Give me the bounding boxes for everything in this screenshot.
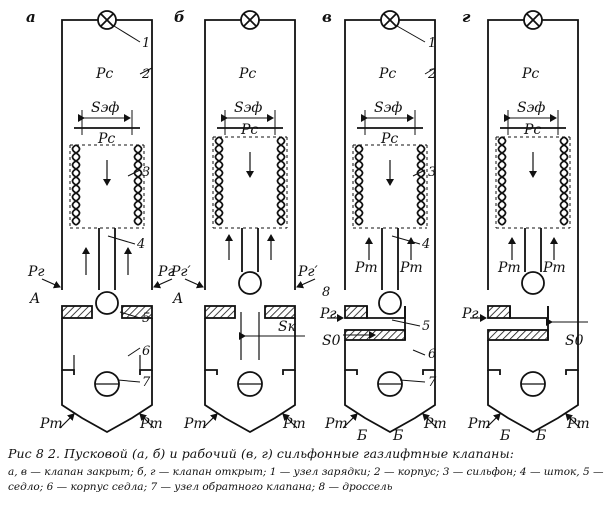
panel-g-effective-area: Sэф (517, 100, 545, 116)
bellows-left-icon (71, 144, 81, 226)
panel-b-letter: б (174, 8, 185, 26)
panel-v-outlet-left: Pт (324, 416, 348, 432)
ball-valve-icon (521, 271, 545, 295)
panel-g-bellows-pressure: Pc (523, 122, 541, 138)
panel-g-letter: г (462, 8, 471, 26)
panel-b-inlet-right: Pг′ (297, 264, 318, 280)
callout-1b: 1 (428, 36, 436, 51)
panel-v-bellows-pressure: Pc (380, 131, 398, 147)
bellows-right-icon (133, 144, 143, 226)
ball-valve-icon (378, 291, 402, 315)
bellows-right-icon (416, 144, 426, 226)
panel-v-inner-left: Pт (354, 260, 378, 276)
panel-a-seat-label: A (28, 291, 40, 307)
callout-8: 8 (322, 285, 330, 300)
panel-b-effective-area: Sэф (234, 100, 262, 116)
panel-g-inlet-left: Pг (461, 306, 479, 322)
panel-b-bellows-pressure: Pc (240, 122, 258, 138)
ball-valve-icon (238, 271, 262, 295)
bellows-left-icon (497, 136, 507, 226)
callout-3b: 3 (428, 165, 436, 180)
panel-g-throttle-area: S0 (565, 333, 584, 349)
callout-6b: 6 (428, 347, 436, 362)
panel-g-outlet-right: Pт (566, 416, 590, 432)
panel-g-bottom-left: Б (499, 428, 510, 440)
panel-a-chamber-pressure: Pc (95, 66, 113, 82)
callout-1: 1 (142, 36, 150, 51)
callout-4b: 4 (421, 237, 430, 252)
panel-a-bellows-pressure: Pc (97, 131, 115, 147)
panel-a-inlet-left: Pг (27, 264, 45, 280)
valve-body-lower (61, 318, 75, 375)
panel-a-inlet-right: Pг (157, 264, 175, 280)
panel-a-outlet-right: Pт (139, 416, 163, 432)
bellows-right-icon (559, 136, 569, 226)
panel-v-chamber-pressure: Pc (378, 66, 396, 82)
callout-leaders (107, 25, 436, 383)
caption-legend: а, в — клапан закрыт; б, г — клапан откр… (8, 466, 604, 493)
throttle-upper (344, 305, 368, 319)
panel-a-effective-area: Sэф (91, 100, 119, 116)
callout-6: 6 (142, 344, 150, 359)
panel-a-letter: а (26, 8, 36, 26)
panel-b-chamber-pressure: Pc (238, 66, 256, 82)
bellows-left-icon (214, 136, 224, 226)
panel-v-bottom-left: Б (356, 428, 367, 440)
ball-valve-icon (95, 291, 119, 315)
caption-title: Рис 8 2. Пусковой (а, б) и рабочий (в, г… (8, 446, 515, 461)
throttle-lower (487, 329, 549, 341)
panel-v-outlet-right: Pт (423, 416, 447, 432)
panel-v-bottom-mid: Б (392, 428, 403, 440)
callout-2: 2 (141, 67, 150, 82)
seat-left (61, 305, 93, 319)
panel-v-throttle-area: S0 (322, 333, 341, 349)
callout-4: 4 (136, 237, 145, 252)
valve-panel-v (327, 10, 438, 434)
panel-g-inner-right: Pт (542, 260, 566, 276)
panel-g-bottom-mid: Б (535, 428, 546, 440)
callout-2b: 2 (427, 67, 436, 82)
seat-right (264, 305, 296, 319)
callout-7b: 7 (428, 375, 437, 390)
bellows-left-icon (354, 144, 364, 226)
panel-b-outlet-left: Pт (183, 416, 207, 432)
panel-g-outlet-left: Pт (467, 416, 491, 432)
callout-3: 3 (142, 165, 150, 180)
callout-5: 5 (142, 311, 150, 326)
callout-7: 7 (142, 375, 151, 390)
panel-a-outlet-left: Pт (39, 416, 63, 432)
panel-g-chamber-pressure: Pc (521, 66, 539, 82)
valve-panel-b (184, 10, 316, 434)
figure-caption: Рис 8 2. Пусковой (а, б) и рабочий (в, г… (8, 445, 608, 495)
panel-v-inlet-left: Pг (319, 306, 337, 322)
panel-b-outlet-right: Pт (282, 416, 306, 432)
panel-b-seat-area: Sк (278, 319, 297, 335)
panel-v-inner-right: Pт (399, 260, 423, 276)
bellows-right-icon (276, 136, 286, 226)
panel-v-effective-area: Sэф (374, 100, 402, 116)
panel-b-seat-label: A (171, 291, 183, 307)
valve-panel-a (41, 10, 173, 434)
panel-g-inner-left: Pт (497, 260, 521, 276)
panel-v-letter: в (322, 8, 332, 26)
valve-panel-g (470, 10, 588, 434)
panel-b-inlet-left: Pг′ (170, 264, 191, 280)
throttle-upper (487, 305, 511, 319)
valve-diagram: а Pc Sэф Pc Pг Pг A Pт Pт б Pc Sэф Pc Pг… (26, 8, 590, 440)
callout-5b: 5 (422, 319, 430, 334)
seat-left (204, 305, 236, 319)
